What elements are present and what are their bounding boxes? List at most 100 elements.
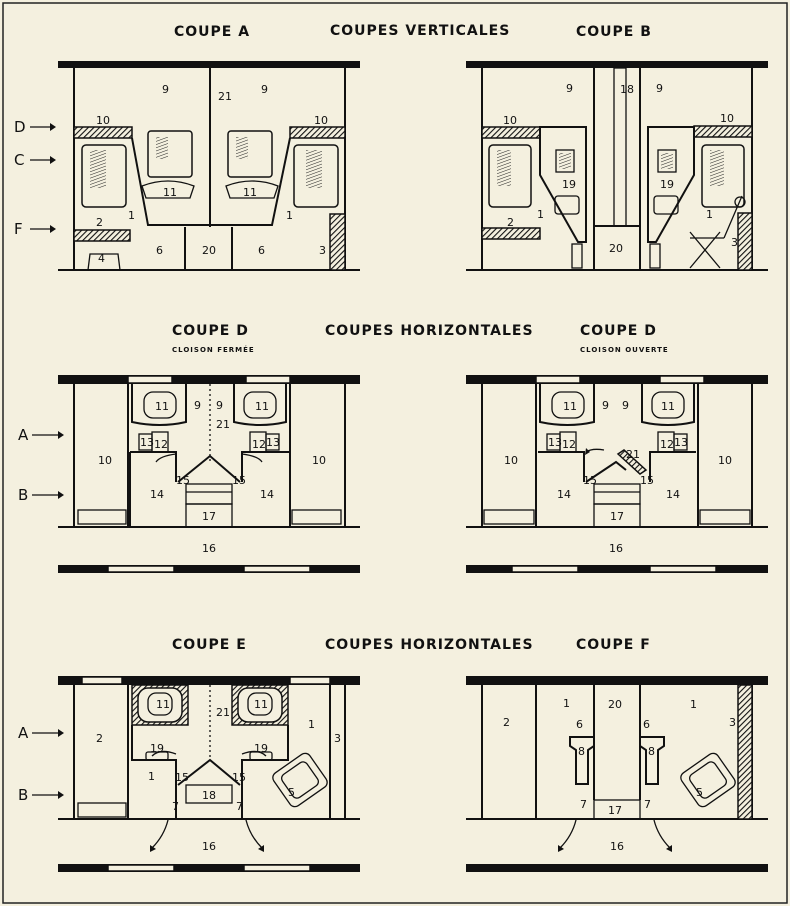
- part-number-label: 6: [576, 718, 583, 731]
- part-number-label: 12: [252, 438, 266, 451]
- part-number-label: 8: [578, 745, 585, 758]
- marker-level-d: D: [14, 118, 56, 136]
- part-number-label: 15: [583, 474, 597, 487]
- part-number-label: 15: [176, 474, 190, 487]
- part-number-label: 9: [216, 399, 223, 412]
- part-number-label: 11: [155, 400, 169, 413]
- part-number-label: 18: [202, 789, 216, 802]
- part-number-label: 1: [706, 208, 713, 221]
- part-number-label: 15: [232, 771, 246, 784]
- part-number-label: 7: [172, 800, 179, 813]
- panel-d2-numbers: 11 9 9 11 21 13 12 12 13 10 10 15 15 14 …: [504, 399, 732, 555]
- title-coupe-e: COUPE E: [172, 637, 247, 653]
- part-number-label: 20: [608, 698, 622, 711]
- title-coupe-d-closed: COUPE D: [172, 323, 249, 339]
- part-number-label: 9: [194, 399, 201, 412]
- part-number-label: 5: [696, 786, 703, 799]
- part-number-label: 9: [622, 399, 629, 412]
- part-number-label: 10: [504, 454, 518, 467]
- part-number-label: 10: [98, 454, 112, 467]
- part-number-label: 4: [98, 252, 105, 265]
- part-number-label: 17: [610, 510, 624, 523]
- part-number-label: 16: [202, 840, 216, 853]
- marker-level-a-d: A: [18, 426, 64, 444]
- part-number-label: 16: [609, 542, 623, 555]
- part-number-label: 12: [562, 438, 576, 451]
- subtitle-cloison-fermee: CLOISON FERMÉE: [172, 345, 255, 354]
- part-number-label: 10: [503, 114, 517, 127]
- part-number-label: 9: [162, 83, 169, 96]
- heading-coupes-horizontales-1: COUPES HORIZONTALES: [325, 323, 534, 339]
- part-number-label: 17: [202, 510, 216, 523]
- part-number-label: 16: [610, 840, 624, 853]
- marker-level-c: C: [14, 151, 56, 169]
- part-number-label: 21: [218, 90, 232, 103]
- part-number-label: 18: [620, 83, 634, 96]
- part-number-label: 7: [580, 798, 587, 811]
- part-number-label: 16: [202, 542, 216, 555]
- part-number-label: 13: [674, 436, 688, 449]
- part-number-label: 19: [562, 178, 576, 191]
- part-number-label: 10: [96, 114, 110, 127]
- title-coupe-d-open: COUPE D: [580, 323, 657, 339]
- section-marker-letter: A: [18, 426, 29, 444]
- part-number-label: 10: [312, 454, 326, 467]
- part-number-label: 1: [537, 208, 544, 221]
- part-number-label: 15: [232, 474, 246, 487]
- part-number-label: 1: [128, 209, 135, 222]
- part-number-label: 11: [243, 186, 257, 199]
- part-number-label: 3: [334, 732, 341, 745]
- heading-coupes-verticales: COUPES VERTICALES: [330, 23, 510, 39]
- panel-e-numbers: 11 21 11 2 1 3 19 19 1 15 15 18 7 7 5 16: [96, 698, 341, 853]
- heading-coupes-horizontales-2: COUPES HORIZONTALES: [325, 637, 534, 653]
- part-number-label: 6: [643, 718, 650, 731]
- part-number-label: 3: [319, 244, 326, 257]
- panel-coupe-d-closed: [58, 375, 360, 573]
- section-marker-letter: C: [14, 151, 24, 169]
- panel-a-numbers: 9 21 9 10 10 11 11 2 1 1 4 6 20 6 3: [96, 83, 328, 265]
- part-number-label: 15: [175, 771, 189, 784]
- part-number-label: 17: [608, 804, 622, 817]
- part-number-label: 6: [156, 244, 163, 257]
- part-number-label: 21: [216, 706, 230, 719]
- part-number-label: 7: [644, 798, 651, 811]
- part-number-label: 3: [731, 236, 738, 249]
- part-number-label: 9: [602, 399, 609, 412]
- section-marker-letter: D: [14, 118, 26, 136]
- section-marker-letter: B: [18, 786, 28, 804]
- part-number-label: 11: [661, 400, 675, 413]
- part-number-label: 20: [609, 242, 623, 255]
- part-number-label: 1: [148, 770, 155, 783]
- subtitle-cloison-ouverte: CLOISON OUVERTE: [580, 346, 669, 354]
- section-marker-letter: B: [18, 486, 28, 504]
- part-number-label: 19: [150, 742, 164, 755]
- part-number-label: 11: [255, 400, 269, 413]
- panel-coupe-a: [58, 61, 360, 271]
- part-number-label: 13: [548, 436, 562, 449]
- part-number-label: 21: [216, 418, 230, 431]
- panel-b-numbers: 9 18 9 10 10 19 19 2 1 1 20 3: [503, 82, 738, 255]
- part-number-label: 7: [236, 800, 243, 813]
- part-number-label: 1: [308, 718, 315, 731]
- part-number-label: 10: [718, 454, 732, 467]
- marker-level-b-d: B: [18, 486, 64, 504]
- section-marker-letter: F: [14, 220, 23, 238]
- panel-coupe-b: [466, 61, 768, 271]
- title-coupe-f: COUPE F: [576, 637, 651, 653]
- part-number-label: 13: [266, 436, 280, 449]
- part-number-label: 6: [258, 244, 265, 257]
- part-number-label: 21: [626, 448, 640, 461]
- part-number-label: 11: [254, 698, 268, 711]
- part-number-label: 9: [566, 82, 573, 95]
- panel-coupe-e: [58, 676, 360, 872]
- part-number-label: 2: [507, 216, 514, 229]
- part-number-label: 1: [690, 698, 697, 711]
- part-number-label: 13: [140, 436, 154, 449]
- panel-f-numbers: 2 1 20 1 3 6 6 8 8 7 17 7 5 16: [503, 697, 736, 853]
- part-number-label: 1: [286, 209, 293, 222]
- panel-d1-numbers: 11 9 9 11 21 13 12 12 13 10 10 15 15 14 …: [98, 399, 326, 555]
- part-number-label: 3: [729, 716, 736, 729]
- part-number-label: 12: [154, 438, 168, 451]
